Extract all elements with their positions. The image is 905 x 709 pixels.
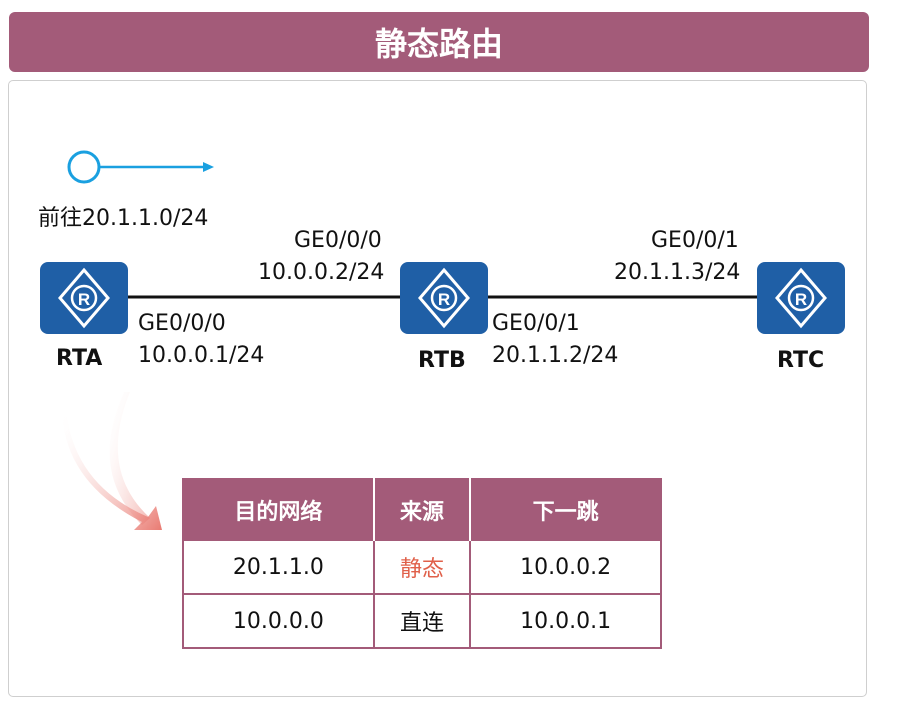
cell-next-hop: 10.0.0.1 <box>469 593 662 649</box>
table-header-row: 目的网络 来源 下一跳 <box>183 479 661 540</box>
table-row: 10.0.0.0 直连 10.0.0.1 <box>182 593 662 649</box>
router-name-rtc: RTC <box>777 348 825 373</box>
diagram-frame <box>8 80 867 697</box>
svg-text:R: R <box>438 290 450 309</box>
destination-arrow-icon <box>67 150 214 184</box>
routing-table: 目的网络 来源 下一跳 20.1.1.0 静态 10.0.0.2 10.0.0.… <box>182 478 662 649</box>
cell-source: 直连 <box>372 593 472 649</box>
header-destination: 目的网络 <box>183 479 374 540</box>
table-row: 20.1.1.0 静态 10.0.0.2 <box>182 539 662 595</box>
cell-destination: 20.1.1.0 <box>182 539 375 595</box>
rtb-ge001-ip-label: 20.1.1.2/24 <box>492 343 619 368</box>
svg-text:R: R <box>78 290 90 309</box>
router-rta-icon: R <box>40 262 128 334</box>
rtc-port-label: GE0/0/1 <box>651 228 739 253</box>
lookup-arrow-icon <box>62 392 162 530</box>
router-rtc-icon: R <box>757 262 845 334</box>
cell-next-hop: 10.0.0.2 <box>469 539 662 595</box>
rtc-ip-label: 20.1.1.3/24 <box>614 260 741 285</box>
cell-destination: 10.0.0.0 <box>182 593 375 649</box>
destination-label: 前往20.1.1.0/24 <box>38 206 209 231</box>
router-name-rta: RTA <box>56 346 103 371</box>
header-next-hop: 下一跳 <box>469 479 661 540</box>
rtb-ge001-port-label: GE0/0/1 <box>492 311 580 336</box>
rta-ip-label: 10.0.0.1/24 <box>138 343 265 368</box>
rtb-ge000-ip-label: 10.0.0.2/24 <box>258 260 385 285</box>
rta-port-label: GE0/0/0 <box>138 311 226 336</box>
router-rtb-icon: R <box>400 262 488 334</box>
svg-text:R: R <box>795 290 807 309</box>
page-title: 静态路由 <box>9 12 869 72</box>
header-source: 来源 <box>372 479 471 540</box>
cell-source: 静态 <box>372 539 472 595</box>
rtb-ge000-port-label: GE0/0/0 <box>294 228 382 253</box>
router-name-rtb: RTB <box>418 348 466 373</box>
